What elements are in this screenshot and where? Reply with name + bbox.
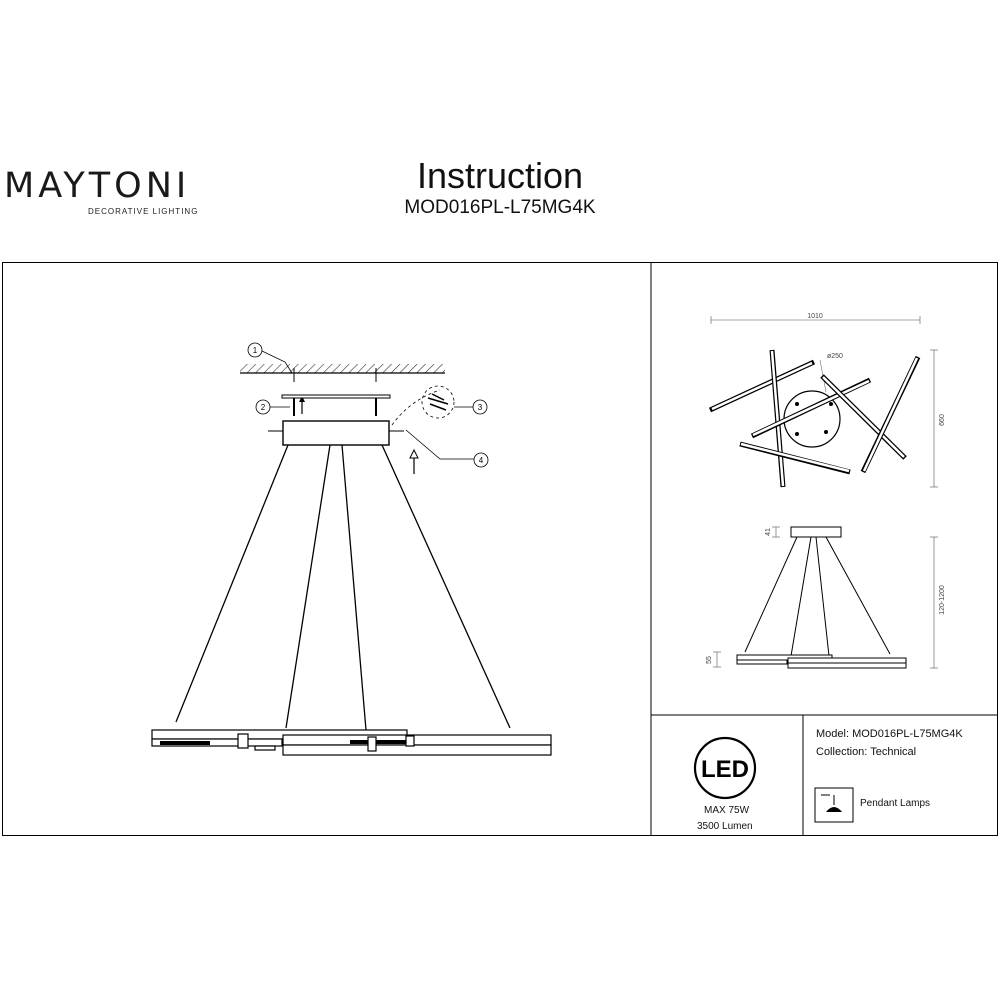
callout-1 [247,342,263,358]
plan-view [708,316,938,488]
spec-collection: Collection: Technical [816,746,917,758]
light-bars [151,729,552,756]
callout-3 [472,399,488,415]
spec-model: Model: MOD016PL-L75MG4K [816,728,963,740]
dim-suspension: 120-1200 [939,585,946,615]
ceiling-hatch [240,364,445,373]
document-model-code: MOD016PL-L75MG4K [404,197,596,218]
led-badge-label: LED [701,756,749,783]
spec-type: Pendant Lamps [860,798,931,809]
installation-drawing [151,350,552,756]
callout-3-label: 3 [478,403,483,412]
brand-name: MAYTONI [4,166,191,206]
dim-bar-height: 55 [706,656,713,664]
callout-2-label: 2 [261,403,266,412]
mounting-plate [281,394,391,399]
pendant-lamp-icon [814,787,854,823]
dim-canopy-diameter: ø250 [827,353,843,360]
dim-depth: 660 [939,414,946,426]
canopy [282,420,390,446]
brand-tagline: DECORATIVE LIGHTING [88,207,199,216]
callout-4 [473,452,489,468]
canopy-side [790,526,842,538]
document-title: Instruction [416,155,584,196]
screw-detail [421,385,455,419]
led-badge: LED [693,736,757,800]
drawing-sheet [2,262,998,836]
spec-power: MAX 75W [704,805,750,816]
dim-width: 1010 [807,313,823,320]
callout-1-label: 1 [253,346,258,355]
callout-4-label: 4 [479,456,484,465]
spec-lumen: 3500 Lumen [697,821,753,832]
callouts [247,342,489,468]
side-view [713,526,938,669]
dim-canopy-height: 41 [765,528,772,536]
callout-2 [255,399,271,415]
